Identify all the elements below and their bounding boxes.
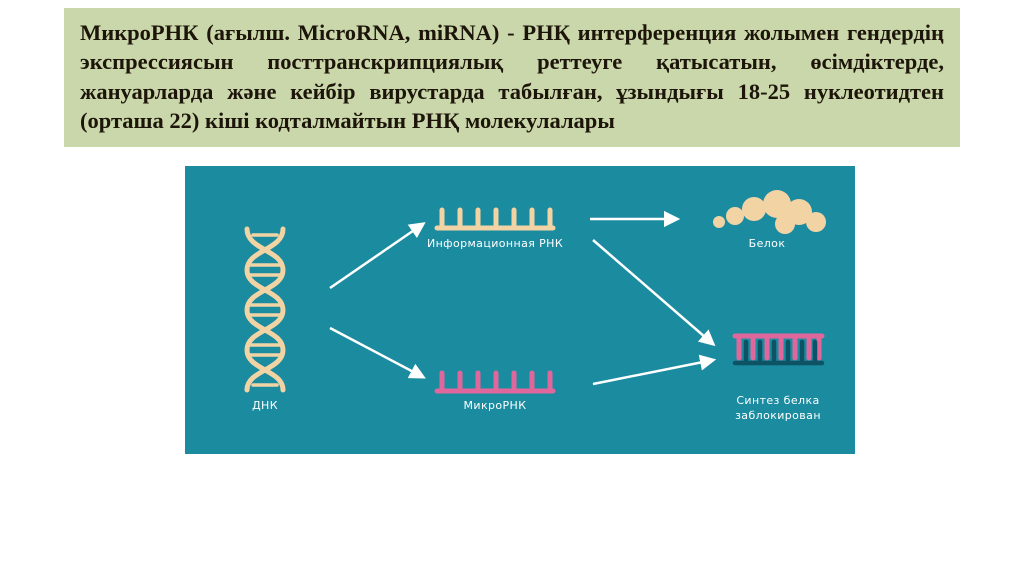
mirna-mechanism-diagram: ДНК Информационная РНК: [185, 166, 855, 454]
blocked-complex-graphic: [732, 333, 825, 366]
mrna-comb-graphic: [434, 207, 556, 231]
protein-blob-graphic: [713, 190, 826, 234]
mirna-label: МикроРНК: [464, 399, 527, 412]
mrna-label: Информационная РНК: [427, 237, 563, 250]
arrow-mrna-to-blocked: [592, 239, 716, 347]
dna-helix-graphic: [244, 226, 286, 393]
arrow-mirna-to-blocked: [592, 354, 717, 386]
diagram-canvas: ДНК Информационная РНК: [244, 190, 826, 422]
mirna-comb-graphic: [434, 370, 556, 394]
protein-label: Белок: [749, 237, 786, 250]
arrow-dna-to-mrna: [329, 222, 426, 290]
definition-text: МикроРНК (ағылш. MicroRNA, miRNA) - РНҚ …: [80, 20, 944, 133]
definition-textbox: МикроРНК (ағылш. MicroRNA, miRNA) - РНҚ …: [64, 8, 960, 147]
dna-label: ДНК: [252, 399, 278, 412]
blocked-label-line2: заблокирован: [735, 409, 821, 422]
arrow-dna-to-mirna: [329, 326, 426, 379]
blocked-label-line1: Синтез белка: [736, 394, 819, 407]
